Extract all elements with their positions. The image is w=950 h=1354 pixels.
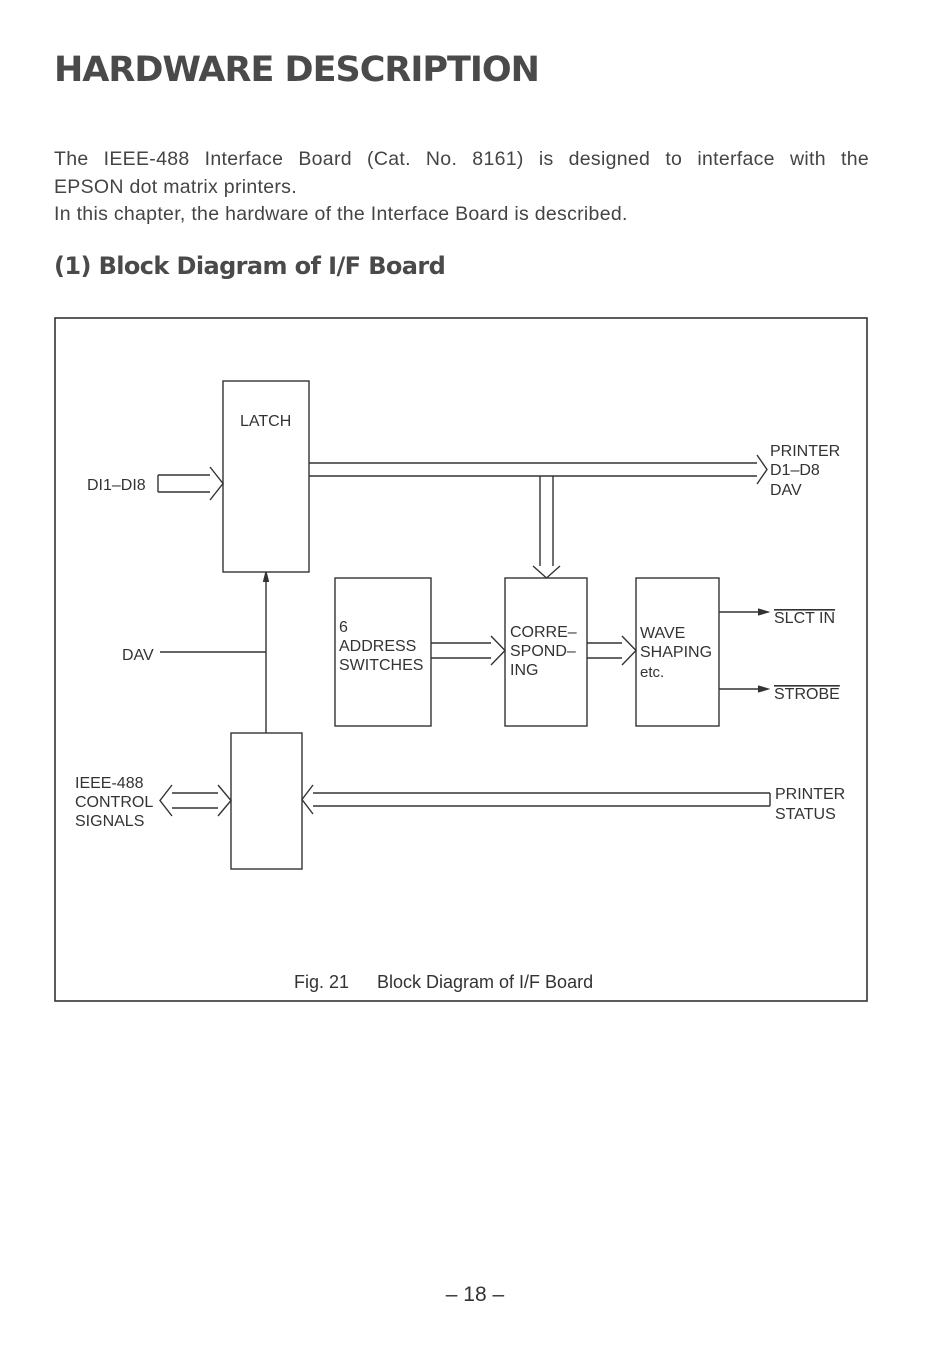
ieee-bidirectional-arrow (159, 784, 232, 817)
intro-line-2: EPSON dot matrix printers. (54, 175, 297, 198)
printer-status-arrow (301, 784, 771, 815)
page-number: – 18 – (445, 1283, 505, 1306)
corresponding-to-wave-arrow (587, 635, 637, 666)
intro-line-1: The IEEE-488 Interface Board (Cat. No. 8… (54, 148, 869, 170)
bus-down-arrow (532, 476, 561, 579)
intro-line-3: In this chapter, the hardware of the Int… (54, 203, 628, 225)
address-line-1: 6 (339, 619, 348, 636)
ieee-label-2: CONTROL (75, 794, 153, 811)
wave-line-1: WAVE (640, 625, 685, 642)
di-input-label: DI1–DI8 (87, 477, 146, 494)
printer-out-label-2: D1–D8 (770, 462, 820, 479)
ieee-label-1: IEEE-488 (75, 775, 144, 792)
figure-caption: Block Diagram of I/F Board (377, 972, 593, 992)
slct-in-label: SLCT IN (774, 610, 835, 627)
address-line-3: SWITCHES (339, 657, 423, 674)
address-to-corresponding-arrow (431, 635, 506, 666)
corresponding-line-2: SPOND– (510, 643, 576, 660)
strobe-label: STROBE (774, 686, 840, 703)
wave-line-2: SHAPING (640, 644, 712, 661)
figure-number: Fig. 21 (294, 972, 349, 992)
latch-feed-line (262, 571, 270, 733)
block-diagram: LATCH 6 ADDRESS SWITCHES CORRE– SPOND– I… (54, 317, 868, 1002)
printer-out-label-3: DAV (770, 482, 802, 499)
wave-line-3: etc. (640, 664, 664, 681)
wave-shaping-block (635, 577, 720, 727)
interface-block (230, 732, 303, 870)
printer-status-label-2: STATUS (775, 806, 836, 823)
printer-out-label-1: PRINTER (770, 443, 840, 460)
address-line-2: ADDRESS (339, 638, 416, 655)
dav-input-label: DAV (122, 647, 154, 664)
printer-status-label-1: PRINTER (775, 786, 845, 803)
section-title: (1) Block Diagram of I/F Board (54, 252, 446, 280)
corresponding-line-1: CORRE– (510, 624, 577, 641)
latch-label: LATCH (240, 413, 291, 430)
address-switches-block (334, 577, 432, 727)
latch-block (222, 380, 310, 573)
di-input-arrow (157, 466, 224, 501)
strobe-line (719, 685, 771, 693)
printer-data-bus-arrow (309, 454, 768, 485)
intro-text: The IEEE-488 Interface Board (Cat. No. 8… (54, 146, 869, 229)
page-title: HARDWARE DESCRIPTION (54, 50, 540, 90)
corresponding-line-3: ING (510, 662, 538, 679)
ieee-label-3: SIGNALS (75, 813, 144, 830)
slct-in-line (719, 608, 771, 616)
figure-frame (54, 317, 868, 1002)
